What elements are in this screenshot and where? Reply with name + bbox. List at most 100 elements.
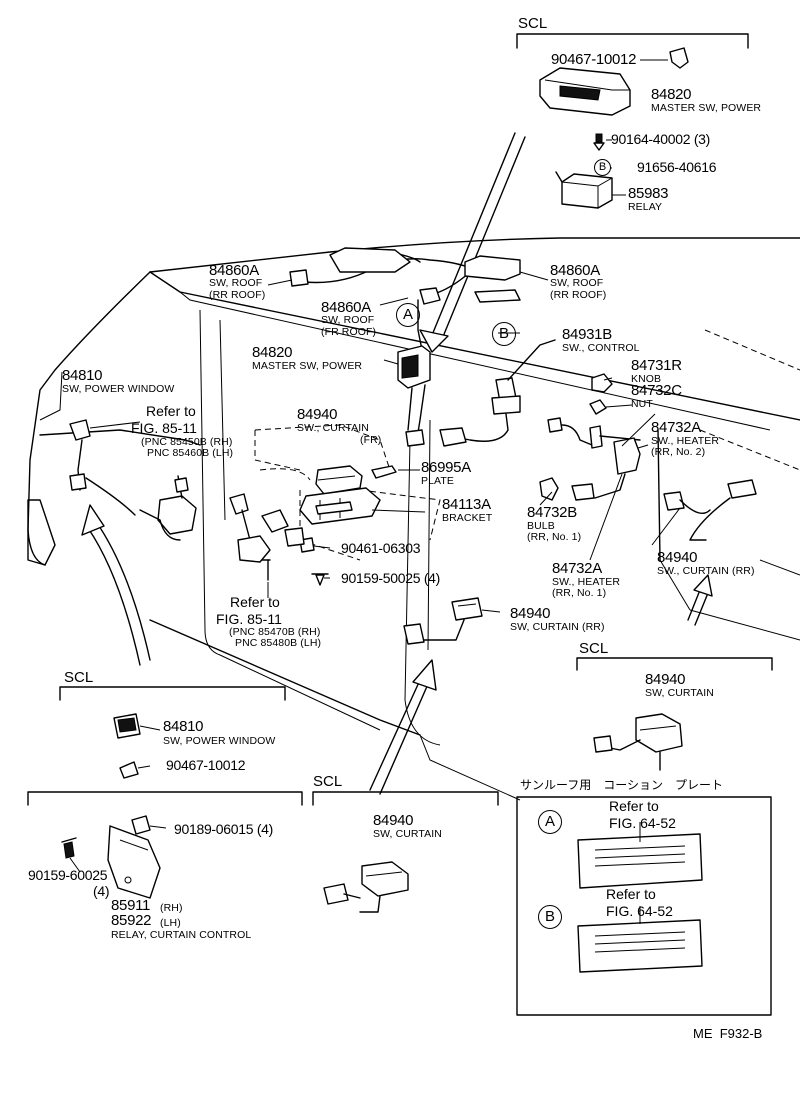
leader-lines	[69, 59, 681, 924]
refA-line1: Refer to	[609, 798, 659, 814]
refB-line2: FIG. 64-52	[606, 903, 673, 919]
curtain-switch-scl-right	[593, 713, 683, 771]
screw-90159-main	[311, 573, 329, 586]
part-84940-scl-right: 84940	[645, 671, 686, 688]
part-84732a-rr2-desc2: (RR, No. 2)	[651, 446, 706, 458]
part-90189: 90189-06015 (4)	[174, 821, 274, 837]
part-84810-main-desc: SW, POWER WINDOW	[62, 383, 175, 395]
part-84820-main: 84820	[252, 344, 293, 361]
callout-a-plate: A	[538, 810, 562, 834]
control-switch-84931b	[439, 339, 556, 447]
ref2-line4: PNC 85480B (LH)	[235, 637, 322, 649]
part-84732c-desc: NUT	[631, 398, 653, 410]
part-84860a-left-desc1: SW, ROOF	[209, 277, 263, 289]
part-84820-top-desc: MASTER SW, POWER	[651, 102, 762, 114]
ref1-line3: (PNC 85450B (RH)	[141, 436, 233, 448]
curtain-switch-rr-right	[663, 479, 757, 541]
part-91656: 91656-40616	[637, 159, 717, 175]
part-84810-scl-desc: SW, POWER WINDOW	[163, 735, 276, 747]
part-90159-scl-line2: (4)	[93, 883, 110, 899]
part-84860a-right: 84860A	[550, 262, 600, 279]
nut-84732c	[589, 399, 607, 415]
plate-86995a	[371, 465, 397, 479]
part-84820-top: 84820	[651, 86, 692, 103]
curtain-switch-scl-bottom	[323, 861, 409, 913]
part-90467-top: 90467-10012	[551, 51, 637, 68]
part-84860a-mid-desc1: SW, ROOF	[321, 314, 375, 326]
curtain-switch-rr-mid	[403, 597, 483, 645]
part-84732c: 84732C	[631, 382, 682, 399]
part-8591x-desc: RELAY, CURTAIN CONTROL	[111, 929, 252, 941]
clip-90467-scl	[119, 761, 139, 779]
part-84940-rr-mid: 84940	[510, 605, 551, 622]
refB-line1: Refer to	[606, 886, 656, 902]
part-84732b-desc2: (RR, No. 1)	[527, 531, 582, 543]
part-84940-fr-desc2: (FR)	[360, 434, 382, 446]
relay-curtain-control-scl	[107, 825, 161, 899]
part-85983: 85983	[628, 185, 669, 202]
callout-b-small: B	[594, 159, 611, 176]
part-90164: 90164-40002 (3)	[611, 131, 711, 147]
part-85983-desc: RELAY	[628, 201, 663, 213]
heater-switch-rr1	[571, 437, 641, 501]
part-84940-fr-desc1: SW., CURTAIN	[297, 422, 369, 434]
ref1-line1: Refer to	[146, 403, 196, 419]
bracket-84113a	[299, 487, 381, 525]
scl-bracket-left-mid	[59, 686, 286, 701]
part-85922-suffix: (LH)	[160, 917, 181, 929]
part-90159-scl-line1: 90159-60025	[28, 867, 108, 883]
part-84931b: 84931B	[562, 326, 612, 343]
part-84931b-desc: SW., CONTROL	[562, 342, 640, 354]
clip-90189	[131, 815, 151, 835]
scl-label-center-bottom: SCL	[313, 773, 343, 790]
power-window-switch-scl	[113, 713, 141, 739]
part-84732a-rr1-desc2: (RR, No. 1)	[552, 587, 607, 599]
part-84810-main: 84810	[62, 367, 103, 384]
arrow-right-scl	[687, 574, 713, 626]
part-84940-fr: 84940	[297, 406, 338, 423]
refA-line2: FIG. 64-52	[609, 815, 676, 831]
part-84860a-right-desc2: (RR ROOF)	[550, 289, 607, 301]
clip-90467-top	[669, 47, 689, 69]
roof-wiring-harness	[289, 247, 521, 351]
caution-plate-b	[577, 919, 703, 973]
part-84860a-right-desc1: SW, ROOF	[550, 277, 604, 289]
caution-plate-a	[577, 833, 703, 889]
scl-bracket-left-bottom	[27, 791, 303, 806]
callout-b-main: B	[492, 322, 516, 346]
part-84860a-mid-desc2: (FR ROOF)	[321, 326, 377, 338]
curtain-switch-fr	[315, 465, 363, 495]
part-84860a-left-desc2: (RR ROOF)	[209, 289, 266, 301]
part-84940-scl-right-desc: SW, CURTAIN	[645, 687, 714, 699]
part-84940-rr-right: 84940	[657, 549, 698, 566]
part-84940-scl-bottom: 84940	[373, 812, 414, 829]
ref1-line2: FIG. 85-11	[131, 420, 197, 436]
door-relay-rh	[139, 475, 197, 541]
scl-bracket-center-bottom	[312, 791, 499, 806]
part-84860a-mid: 84860A	[321, 299, 371, 316]
part-85911-suffix: (RH)	[160, 902, 183, 914]
diagram-code: ME F932-B	[693, 1026, 763, 1041]
part-84732b-desc1: BULB	[527, 520, 555, 532]
knob-84731r	[591, 373, 613, 393]
bulb-84732b	[539, 477, 559, 501]
screw-90164	[593, 133, 605, 151]
part-85911: 85911	[111, 897, 151, 914]
part-84732b: 84732B	[527, 504, 577, 521]
part-84940-rr-mid-desc: SW, CURTAIN (RR)	[510, 621, 605, 633]
part-85922: 85922	[111, 912, 152, 929]
part-90159-main: 90159-50025 (4)	[341, 570, 441, 586]
callout-a-main: A	[396, 303, 420, 327]
part-86995a-desc: PLATE	[421, 475, 454, 487]
part-84732a-rr1-desc1: SW., HEATER	[552, 576, 620, 588]
part-90467-scl: 90467-10012	[166, 757, 246, 773]
arrow-bottom-scl	[369, 659, 437, 795]
part-90461: 90461-06303	[341, 540, 421, 556]
scl-label-top: SCL	[518, 15, 548, 32]
part-84732a-rr2: 84732A	[651, 419, 701, 436]
part-84732a-rr1: 84732A	[552, 560, 602, 577]
arrow-to-roof	[419, 132, 526, 353]
ref2-line3: (PNC 85470B (RH)	[229, 626, 321, 638]
part-84820-main-desc: MASTER SW, POWER	[252, 360, 363, 372]
